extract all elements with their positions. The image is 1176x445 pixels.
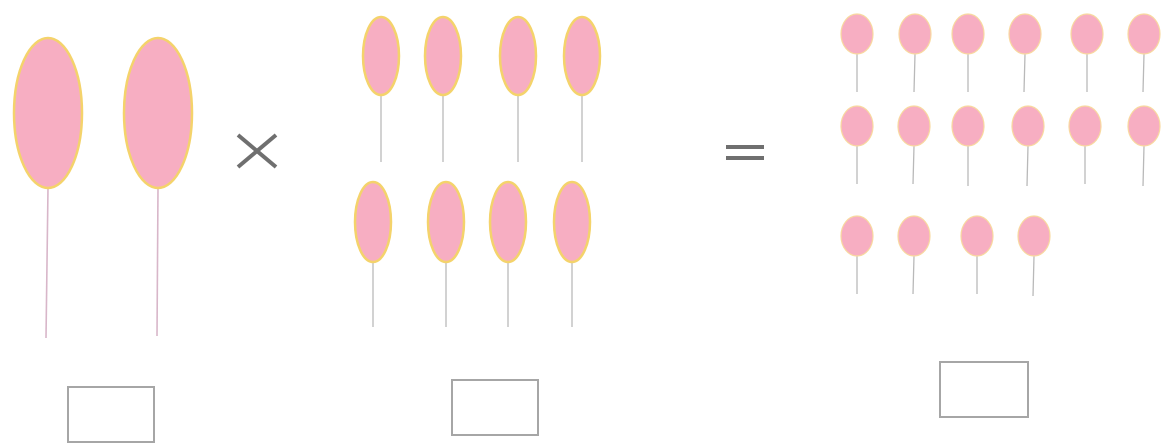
- balloon: [1069, 106, 1101, 184]
- balloon: [898, 216, 930, 294]
- balloon-group-product: [841, 14, 1160, 296]
- answer-box-first-factor[interactable]: [68, 387, 154, 442]
- balloon: [898, 106, 930, 184]
- balloon: [899, 14, 931, 92]
- balloon: [841, 14, 873, 92]
- balloon: [1128, 106, 1160, 186]
- balloon: [363, 17, 399, 162]
- balloon: [554, 182, 590, 327]
- balloon: [490, 182, 526, 327]
- balloon-group-second-factor: [355, 17, 600, 327]
- balloon: [428, 182, 464, 327]
- balloon: [355, 182, 391, 327]
- balloon: [425, 17, 461, 162]
- balloon-group-first-factor: [14, 38, 192, 338]
- balloon: [952, 106, 984, 186]
- answer-box-product[interactable]: [940, 362, 1028, 417]
- balloon: [1012, 106, 1044, 186]
- balloon: [841, 216, 873, 294]
- balloon: [841, 106, 873, 184]
- balloon: [500, 17, 536, 162]
- equals-sign: [726, 147, 764, 158]
- answer-box-second-factor[interactable]: [452, 380, 538, 435]
- multiply-sign: [238, 135, 276, 167]
- balloon: [564, 17, 600, 162]
- balloon: [1018, 216, 1050, 296]
- balloon: [1009, 14, 1041, 92]
- balloon: [952, 14, 984, 92]
- balloon: [961, 216, 993, 294]
- balloon: [1128, 14, 1160, 92]
- balloon: [1071, 14, 1103, 92]
- balloon: [124, 38, 192, 336]
- balloon: [14, 38, 82, 338]
